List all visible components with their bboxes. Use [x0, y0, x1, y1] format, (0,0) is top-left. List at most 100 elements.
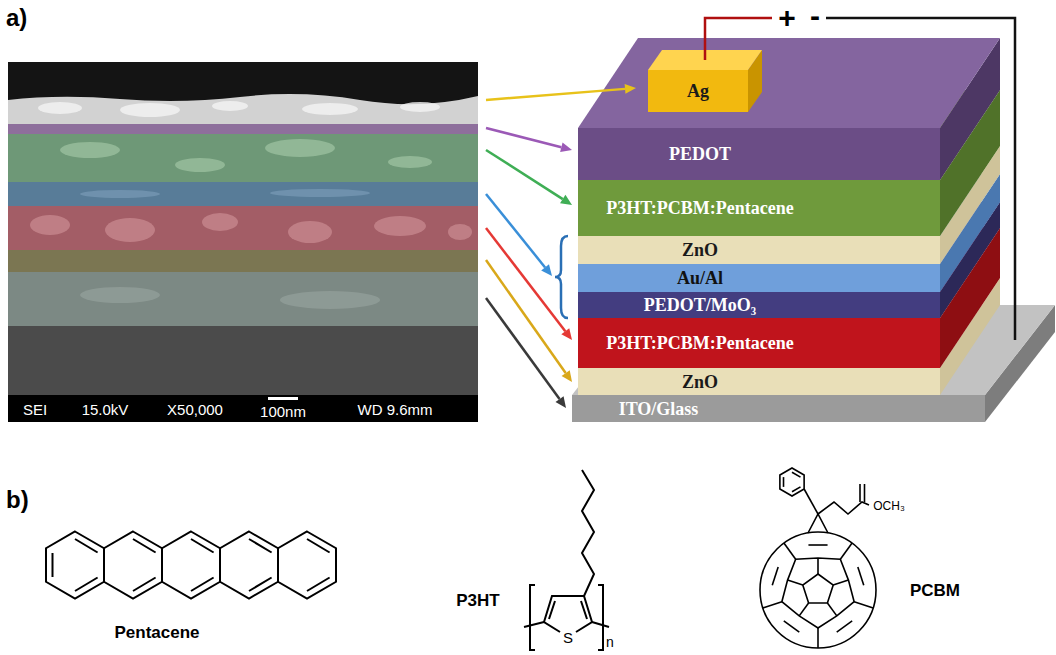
leader-arrowhead — [562, 370, 572, 382]
pcbm-molecule — [799, 603, 808, 616]
sem-micrograph — [374, 216, 426, 236]
sem-micrograph — [60, 139, 432, 172]
layer-label: ZnO — [682, 373, 718, 391]
sem-micrograph — [265, 139, 335, 157]
leader-arrowhead — [541, 264, 552, 276]
sem-micrograph — [120, 103, 180, 117]
sem-micrograph — [38, 101, 440, 117]
molecule-name: Pentacene — [114, 624, 199, 641]
sem-micrograph — [212, 101, 248, 111]
pcbm-molecule — [772, 567, 778, 585]
sem-info: WD 9.6mm — [358, 402, 433, 417]
pentacene-molecule — [46, 532, 104, 599]
layer-top — [578, 278, 1000, 368]
pcbm-molecule — [784, 621, 799, 632]
leader-line — [486, 298, 560, 399]
pcbm-molecule — [860, 484, 865, 502]
pcbm-molecule — [792, 472, 800, 477]
pcbm-molecule — [780, 468, 804, 496]
panel-label: a) — [6, 6, 27, 30]
polarity-sign: - — [810, 1, 820, 31]
layer-band: PEDOT/MoO₃ — [578, 292, 940, 318]
p3ht-molecule — [524, 470, 609, 650]
pentacene-molecule — [220, 532, 278, 599]
pentacene-molecule — [46, 532, 336, 599]
pentacene-molecule — [162, 532, 220, 599]
pcbm-molecule — [803, 574, 833, 603]
scale-label: 100nm — [260, 404, 306, 419]
leader-arrowhead — [555, 396, 566, 408]
layer-bracket — [555, 236, 568, 318]
sem-micrograph — [175, 158, 225, 172]
sem-micrograph — [302, 103, 358, 115]
polarity-sign: + — [778, 3, 796, 33]
scale-bar — [268, 397, 298, 400]
leader-line — [486, 128, 561, 147]
leader-line — [486, 89, 625, 100]
sem-micrograph — [288, 221, 332, 243]
atom-label: S — [563, 630, 573, 645]
layer-band: P3HT:PCBM:Pentacene — [578, 180, 940, 236]
panel-label: b) — [6, 488, 29, 512]
pcbm-molecule — [784, 543, 796, 559]
leader-arrowhead — [625, 84, 636, 94]
pcbm-molecule — [858, 567, 864, 585]
sem-micrograph — [8, 62, 478, 422]
pcbm-molecule — [788, 580, 803, 585]
layer-label: Au/Al — [677, 269, 723, 287]
substrate-band: ITO/Glass — [572, 395, 985, 422]
sem-micrograph — [8, 134, 478, 182]
p3ht-molecule — [544, 596, 592, 632]
sem-micrograph — [60, 142, 120, 158]
electrode-box: Ag — [648, 70, 748, 112]
layer-label: Ag — [687, 82, 709, 100]
pentacene-molecule — [53, 539, 330, 591]
sem-micrograph — [400, 102, 440, 112]
sem-micrograph — [8, 326, 478, 395]
layer-top — [578, 174, 1000, 264]
layer-label: ITO/Glass — [619, 400, 699, 418]
p3ht-molecule — [530, 585, 603, 650]
pcbm-molecule — [808, 514, 828, 533]
sem-micrograph — [30, 215, 70, 235]
layer-band: ZnO — [578, 236, 940, 264]
sem-micrograph — [8, 62, 478, 422]
leader-line — [486, 194, 545, 267]
sem-micrograph — [80, 287, 160, 303]
group-label: OCH₃ — [873, 500, 905, 512]
pcbm-molecule — [763, 602, 782, 608]
sem-micrograph — [8, 395, 478, 422]
leader-arrowhead — [560, 195, 572, 205]
sem-info: 15.0kV — [82, 402, 129, 417]
sem-micrograph — [280, 291, 380, 309]
leader-arrowhead — [561, 328, 572, 340]
sem-micrograph — [8, 124, 478, 134]
p3ht-molecule — [524, 622, 609, 627]
molecule-name: PCBM — [910, 582, 960, 599]
sem-micrograph — [80, 287, 380, 309]
pcbm-molecule — [760, 468, 876, 648]
sem-micrograph — [80, 190, 160, 198]
sem-micrograph — [388, 156, 432, 168]
layer-band: Au/Al — [578, 264, 940, 292]
pentacene-molecule — [104, 532, 162, 599]
sem-micrograph — [105, 218, 155, 242]
sem-info: X50,000 — [167, 402, 223, 417]
leader-arrowhead — [560, 142, 572, 152]
sem-micrograph — [202, 213, 238, 231]
pcbm-molecule — [782, 558, 854, 628]
sem-micrograph — [8, 272, 478, 326]
sem-info: SEI — [23, 402, 47, 417]
pcbm-molecule — [817, 558, 819, 574]
positive-wire — [705, 18, 772, 60]
pcbm-molecule — [837, 621, 852, 632]
repeat-index: n — [606, 635, 614, 649]
pcbm-molecule — [840, 543, 852, 559]
layer-top — [578, 228, 1000, 318]
layer-label: ZnO — [682, 241, 718, 259]
pcbm-molecule — [783, 477, 785, 487]
layer-label: PEDOT — [669, 145, 731, 163]
p3ht-molecule — [582, 470, 594, 596]
layer-band: PEDOT — [578, 128, 940, 180]
pcbm-molecule — [854, 602, 873, 608]
